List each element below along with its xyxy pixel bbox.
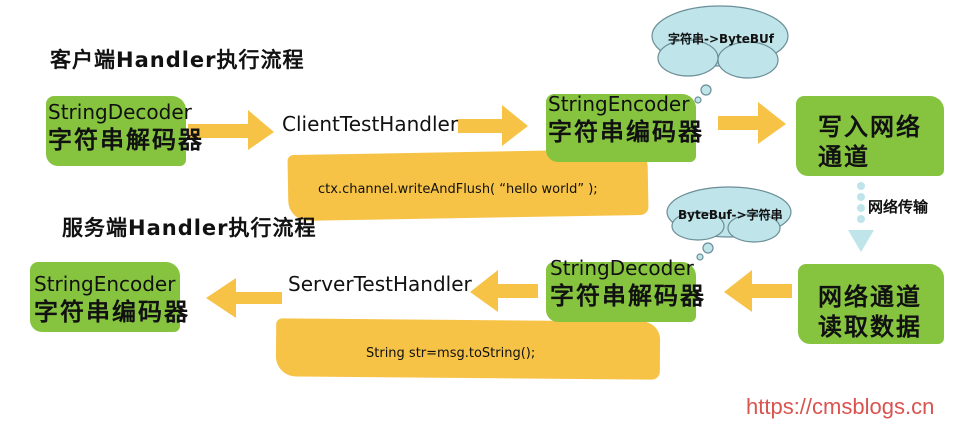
client-decoder-node: StringDecoder 字符串解码器: [48, 100, 204, 155]
server-read-box: [798, 264, 944, 344]
client-decoder-en: StringDecoder: [48, 100, 192, 124]
client-encoder-node: StringEncoder 字符串编码器: [548, 92, 704, 147]
client-decoder-cn: 字符串解码器: [48, 126, 204, 154]
arrow-left-3: [206, 278, 282, 318]
arrow-right-2: [458, 105, 528, 146]
arrow-left-2: [470, 270, 538, 312]
client-encoder-en: StringEncoder: [548, 92, 690, 116]
client-flow-title: 客户端Handler执行流程: [50, 48, 305, 72]
client-write-node: 写入网络 通道: [818, 112, 922, 172]
client-write-box: [796, 96, 944, 176]
arrow-left-1: [724, 270, 792, 312]
watermark: https://cmsblogs.cn: [746, 394, 935, 419]
server-read-node: 网络通道 读取数据: [818, 282, 922, 342]
server-read-line2: 读取数据: [818, 313, 922, 341]
server-encoder-box: [30, 262, 180, 332]
server-decoder-cn: 字符串解码器: [550, 282, 706, 310]
cloud-client: [651, 5, 789, 104]
server-code-text: String str=msg.toString();: [366, 346, 536, 361]
server-decoder-en: StringDecoder: [550, 256, 694, 280]
client-encoder-box: [546, 94, 696, 162]
client-write-line1: 写入网络: [818, 113, 922, 141]
client-decoder-box: [46, 96, 186, 166]
server-cloud-label: ByteBuf->字符串: [678, 208, 783, 222]
client-write-line2: 通道: [818, 143, 870, 171]
server-decoder-box: [546, 262, 696, 322]
client-code-text: ctx.channel.writeAndFlush( “hello world”…: [318, 182, 598, 197]
network-transfer-arrow: [848, 182, 874, 252]
client-encoder-cn: 字符串编码器: [548, 118, 704, 146]
client-cloud-label: 字符串->ByteBUf: [668, 32, 774, 46]
server-handler-label: ServerTestHandler: [288, 272, 472, 296]
server-decoder-node: StringDecoder 字符串解码器: [550, 256, 706, 311]
cloud-server: [666, 186, 792, 261]
network-transfer-label: 网络传输: [868, 198, 929, 216]
client-handler-label: ClientTestHandler: [282, 112, 459, 136]
server-flow-title: 服务端Handler执行流程: [62, 216, 317, 240]
arrow-right-3: [718, 102, 786, 144]
server-read-line1: 网络通道: [818, 283, 922, 311]
server-encoder-en: StringEncoder: [34, 272, 176, 296]
arrow-right-1: [188, 110, 274, 150]
server-encoder-node: StringEncoder 字符串编码器: [34, 272, 190, 327]
server-encoder-cn: 字符串编码器: [34, 298, 190, 326]
